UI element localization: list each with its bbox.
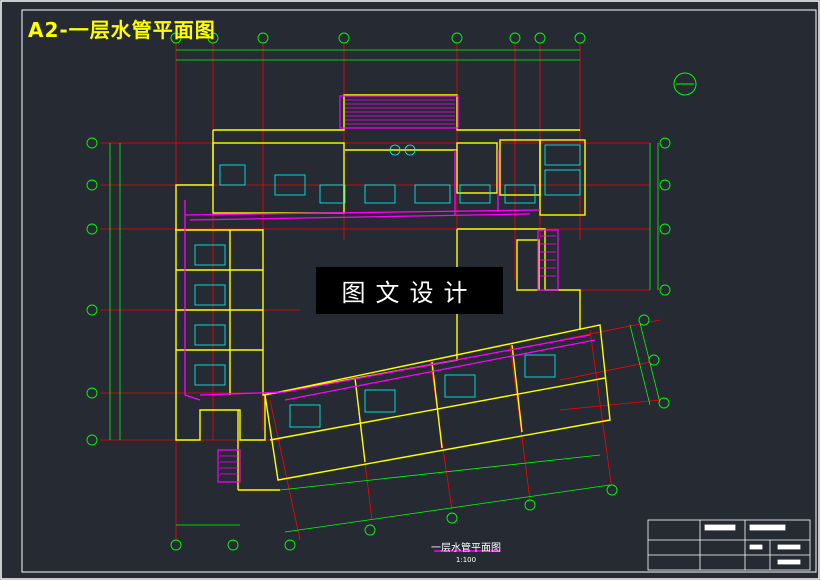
north-arrow-icon [673,72,697,96]
building-walls [175,94,611,491]
stairs [217,95,559,483]
water-pipes [184,150,596,401]
dimension-lines [109,49,661,533]
axis-bubbles [86,32,671,551]
inner-frame [21,9,817,573]
title-block [647,519,811,571]
plan-label: 一层水管平面图 [431,543,501,554]
plan-scale: 1:100 [455,556,477,564]
plumbing-fixtures [194,144,581,428]
drawing-title: A2-一层水管平面图 [28,18,216,42]
watermark: 图文设计 [316,267,503,314]
